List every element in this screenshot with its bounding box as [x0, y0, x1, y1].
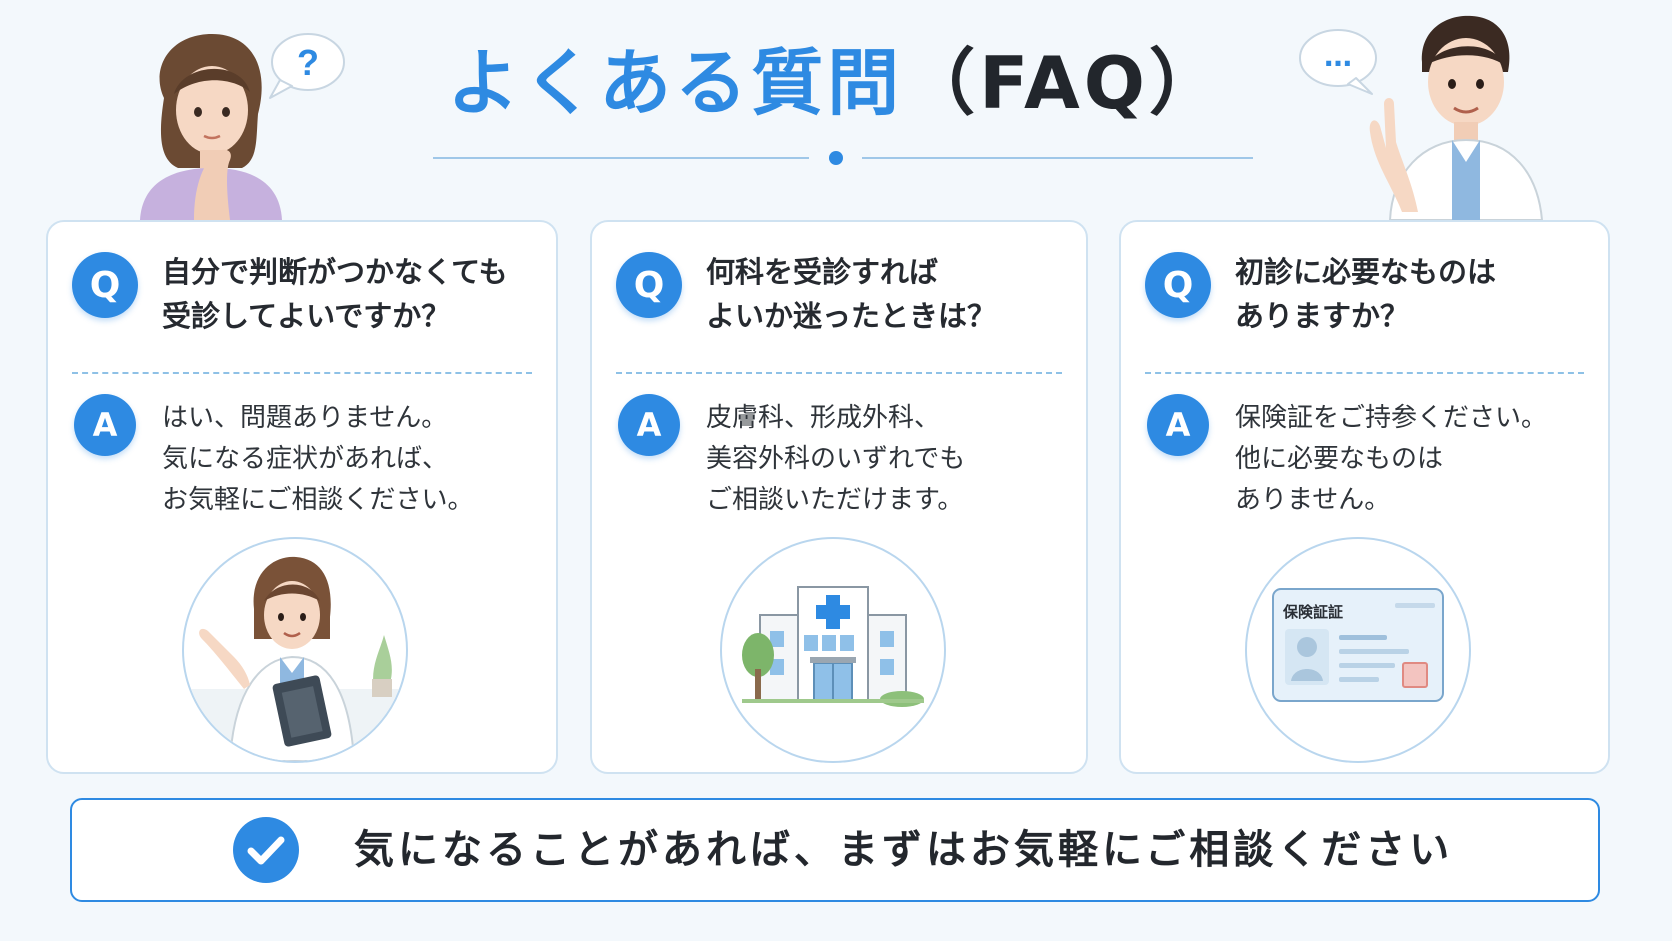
faq-card-1: Q 自分で判断がつかなくても受診してよいですか？ A はい、問題ありません。気に… [46, 220, 558, 774]
question-text: 何科を受診すればよいか迷ったときは？ [706, 250, 1072, 338]
answer-line-1: 保険証をご持参ください。 [1235, 403, 1548, 433]
answer-badge: A [618, 394, 680, 456]
answer-badge: A [74, 394, 136, 456]
question-badge: Q [616, 252, 682, 318]
ellipsis-icon: … [1324, 40, 1352, 73]
answer-line-3: ご相談いただけます。 [706, 485, 964, 515]
question-text: 自分で判断がつかなくても受診してよいですか？ [162, 250, 542, 338]
qa-divider [616, 372, 1062, 374]
check-icon [233, 817, 299, 883]
faq-card-3: Q 初診に必要なものはありますか？ A 保険証をご持参ください。他に必要なものは… [1119, 220, 1610, 774]
answer-text: 保険証をご持参ください。他に必要なものはありません。 [1235, 398, 1598, 521]
answer-line-2: 美容外科のいずれでも [706, 444, 966, 474]
answer-line-1: はい、問題ありません。 [162, 403, 448, 433]
page-header: よくある質問（FAQ） ? … [0, 0, 1672, 220]
question-line-1: 何科を受診すれば [706, 255, 939, 289]
question-line-2: よいか迷ったときは？ [706, 299, 997, 333]
page-title: よくある質問（FAQ） [0, 38, 1672, 128]
question-line-1: 自分で判断がつかなくても [162, 255, 508, 289]
answer-line-3: お気軽にご相談ください。 [162, 485, 474, 515]
faq-card-2: Q 何科を受診すればよいか迷ったときは？ A 皮膚科、形成外科、美容外科のいずれ… [590, 220, 1088, 774]
insurance-card-illustration: 保険証証 [1245, 537, 1471, 763]
answer-text: 皮膚科、形成外科、美容外科のいずれでもご相談いただけます。 [706, 398, 1076, 521]
answer-line-2: 気になる症状があれば、 [162, 444, 449, 474]
title-divider-dot [829, 151, 843, 165]
doctor-pointing-illustration [1369, 15, 1544, 220]
answer-line-3: ありません。 [1235, 485, 1391, 515]
title-japanese: よくある質問 [447, 41, 904, 125]
qa-divider [72, 372, 532, 374]
footer-banner: 気になることがあれば、まずはお気軽にご相談ください [70, 798, 1600, 902]
question-line-2: 受診してよいですか？ [162, 299, 451, 333]
answer-line-2: 他に必要なものは [1235, 444, 1444, 474]
answer-line-1: 皮膚科、形成外科、 [706, 403, 941, 433]
question-bubble: ? [269, 33, 345, 99]
title-divider-left [433, 157, 809, 159]
question-line-1: 初診に必要なものは [1235, 255, 1497, 289]
question-text: 初診に必要なものはありますか？ [1235, 250, 1594, 338]
title-faq: （FAQ） [903, 41, 1225, 125]
answer-badge: A [1147, 394, 1209, 456]
question-badge: Q [1145, 252, 1211, 318]
question-line-2: ありますか？ [1235, 299, 1410, 333]
thinking-woman-illustration [140, 34, 282, 220]
hospital-illustration [720, 537, 946, 763]
answer-text: はい、問題ありません。気になる症状があれば、お気軽にご相談ください。 [162, 398, 546, 521]
footer-text: 気になることがあれば、まずはお気軽にご相談ください [354, 827, 1454, 873]
question-badge: Q [72, 252, 138, 318]
title-divider-right [862, 157, 1253, 159]
nurse-illustration [182, 537, 408, 763]
insurance-card-label: 保険証証 [1282, 603, 1343, 621]
qa-divider [1145, 372, 1584, 374]
ellipsis-bubble: … [1299, 29, 1377, 95]
question-mark-icon: ? [297, 42, 319, 83]
